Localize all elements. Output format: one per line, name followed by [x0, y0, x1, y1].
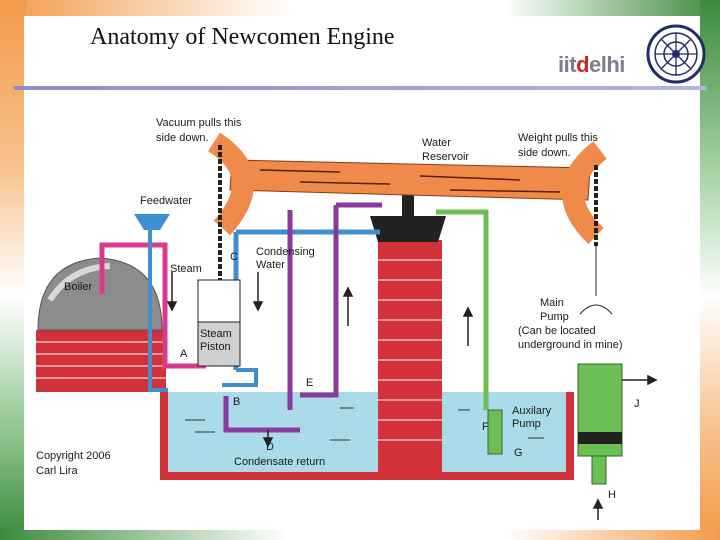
border-right — [700, 0, 720, 540]
cistern-floor — [164, 472, 570, 480]
label-steam-piston-line2: Piston — [200, 341, 231, 353]
cistern-right-wall — [566, 392, 574, 480]
boiler-brickwork — [36, 330, 166, 392]
label-feedwater: Feedwater — [140, 195, 192, 207]
label-valve-f: F — [482, 421, 489, 433]
label-valve-g: G — [514, 447, 523, 459]
border-bottom — [0, 528, 720, 540]
label-valve-d: D — [266, 441, 274, 453]
label-main-pump-line2: Pump — [540, 311, 569, 323]
label-valve-h: H — [608, 489, 616, 501]
feedwater-funnel — [134, 214, 170, 230]
auxiliary-feed-pipe — [436, 209, 489, 410]
label-water-reservoir-line1: Water — [422, 137, 451, 149]
water-reservoir-basin — [370, 216, 446, 242]
copyright-line1: Copyright 2006 — [36, 450, 111, 462]
label-valve-b: B — [233, 396, 240, 408]
label-valve-j: J — [634, 398, 640, 410]
label-steam-piston-line1: Steam — [200, 328, 232, 340]
label-weight-line2: side down. — [518, 147, 571, 159]
label-water-reservoir-line2: Reservoir — [422, 151, 469, 163]
main-pump-piston — [578, 432, 622, 444]
beam-grain — [259, 169, 561, 193]
label-main-pump-line1: Main — [540, 297, 564, 309]
cistern-left-wall — [160, 392, 168, 480]
iitdelhi-logo: iitdelhi — [558, 52, 625, 78]
brick-tower — [378, 240, 442, 472]
main-pump-inlet — [591, 455, 607, 485]
label-auxiliary-pump-line1: Auxilary — [512, 405, 552, 417]
slide-title: Anatomy of Newcomen Engine — [90, 24, 395, 50]
label-auxiliary-pump-line2: Pump — [512, 418, 541, 430]
flow-arrows — [166, 272, 658, 520]
border-top — [0, 0, 720, 18]
tower-brick-lines — [378, 259, 442, 441]
border-left — [0, 0, 26, 540]
steam-piston — [197, 321, 241, 367]
logo-suffix: elhi — [589, 52, 625, 77]
condensate-return-pipe — [223, 396, 300, 433]
eduction-pipe — [287, 205, 339, 410]
label-valve-e: E — [306, 377, 313, 389]
label-main-pump-line3: (Can be located — [518, 325, 596, 337]
institute-seal-icon — [646, 24, 706, 84]
logo-highlight: d — [576, 52, 590, 77]
auxiliary-pump-barrel — [487, 409, 503, 455]
copyright-line2: Carl Lira — [36, 465, 78, 477]
steam-pipe — [99, 242, 206, 369]
water-ripples — [185, 407, 544, 441]
title-rule — [14, 86, 706, 90]
label-steam: Steam — [170, 263, 202, 275]
beam-left-arch — [207, 132, 255, 236]
label-condensate-return: Condensate return — [234, 456, 325, 468]
pump-rod-hook — [579, 304, 613, 315]
label-main-pump-line4: underground in mine) — [518, 339, 623, 351]
label-vacuum-line2: side down. — [156, 132, 209, 144]
label-weight-line1: Weight pulls this — [518, 132, 598, 144]
beam-right-arch — [562, 141, 608, 244]
label-condensing-line1: Condensing — [256, 246, 315, 258]
rocking-beam — [229, 159, 591, 201]
boiler-brick-lines — [36, 341, 166, 379]
label-condensing-line2: Water — [256, 259, 285, 271]
label-boiler: Boiler — [64, 281, 92, 293]
feedwater-pipe — [148, 228, 168, 392]
injection-pipe — [222, 368, 258, 387]
label-valve-a: A — [180, 348, 188, 360]
logo-prefix: iit — [558, 52, 577, 77]
label-vacuum-line1: Vacuum pulls this — [156, 117, 242, 129]
label-valve-c: C — [230, 251, 238, 263]
